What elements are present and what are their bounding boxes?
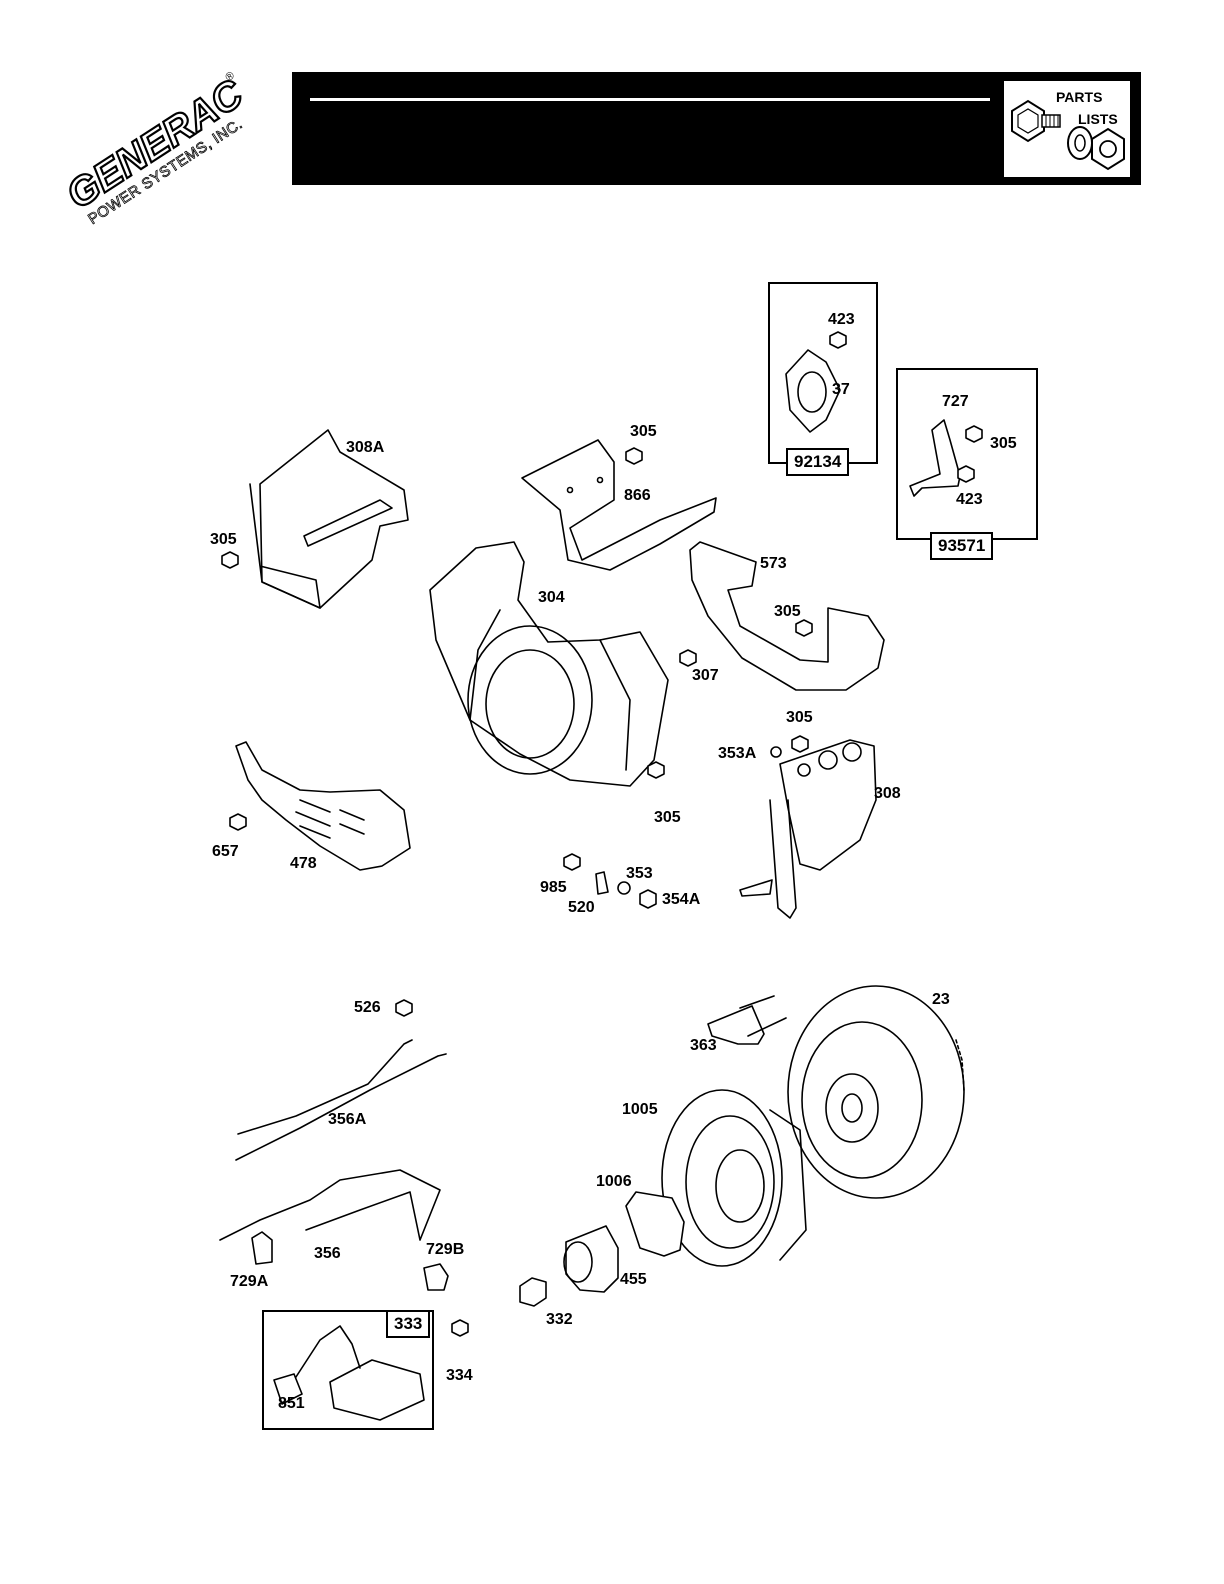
screw-985 bbox=[564, 854, 580, 870]
washer-353A bbox=[771, 747, 781, 757]
part-478-guard bbox=[236, 742, 410, 870]
bolt-307 bbox=[680, 650, 696, 666]
part-1005-fan bbox=[662, 1090, 806, 1266]
part-356-wire bbox=[220, 1170, 440, 1240]
part-866-shroud bbox=[522, 440, 716, 570]
bolt-305-left bbox=[222, 552, 238, 568]
callout-label: 334 bbox=[446, 1368, 473, 1384]
kit-number-333: 333 bbox=[386, 1310, 430, 1338]
part-308-bracket bbox=[740, 740, 876, 918]
bolt-305-573 bbox=[796, 620, 812, 636]
callout-label: 423 bbox=[828, 312, 855, 328]
part-304-blower-housing bbox=[430, 542, 668, 786]
callout-label: 729B bbox=[426, 1242, 464, 1258]
callout-label: 729A bbox=[230, 1274, 268, 1290]
callout-label: 526 bbox=[354, 1000, 381, 1016]
callout-label: 23 bbox=[932, 992, 950, 1008]
callout-label: 305 bbox=[786, 710, 813, 726]
terminal-520 bbox=[596, 872, 608, 894]
callout-label: 305 bbox=[630, 424, 657, 440]
callout-label: 308A bbox=[346, 440, 384, 456]
callout-label: 305 bbox=[774, 604, 801, 620]
callout-label: 727 bbox=[942, 394, 969, 410]
part-356A-harness bbox=[236, 1040, 446, 1160]
callout-label: 363 bbox=[690, 1038, 717, 1054]
callout-label: 1006 bbox=[596, 1174, 632, 1190]
kit-number-93571: 93571 bbox=[930, 532, 993, 560]
callout-label: 851 bbox=[278, 1396, 305, 1412]
callout-label: 305 bbox=[990, 436, 1017, 452]
part-23-flywheel bbox=[788, 986, 964, 1198]
bolt-657 bbox=[230, 814, 246, 830]
bolt-334 bbox=[452, 1320, 468, 1336]
callout-label: 307 bbox=[692, 668, 719, 684]
bolt-305-866 bbox=[626, 448, 642, 464]
kit-number-92134: 92134 bbox=[786, 448, 849, 476]
bolt-305-308 bbox=[792, 736, 808, 752]
callout-label: 354A bbox=[662, 892, 700, 908]
callout-label: 356A bbox=[328, 1112, 366, 1128]
callout-label: 985 bbox=[540, 880, 567, 896]
callout-label: 353A bbox=[718, 746, 756, 762]
callout-label: 353 bbox=[626, 866, 653, 882]
bolt-526 bbox=[396, 1000, 412, 1016]
part-729A-terminal bbox=[252, 1232, 272, 1264]
callout-label: 573 bbox=[760, 556, 787, 572]
callout-label: 308 bbox=[874, 786, 901, 802]
callout-label: 37 bbox=[832, 382, 850, 398]
bolt-305-housing bbox=[648, 762, 664, 778]
callout-label: 304 bbox=[538, 590, 565, 606]
callout-label: 423 bbox=[956, 492, 983, 508]
nut-354A bbox=[640, 890, 656, 908]
callout-label: 332 bbox=[546, 1312, 573, 1328]
part-308A-cover bbox=[250, 430, 408, 608]
callout-label: 305 bbox=[210, 532, 237, 548]
callout-label: 478 bbox=[290, 856, 317, 872]
part-729B-terminal bbox=[424, 1264, 448, 1290]
callout-label: 356 bbox=[314, 1246, 341, 1262]
kit-box-92134 bbox=[768, 282, 878, 464]
callout-label: 866 bbox=[624, 488, 651, 504]
washer-353 bbox=[618, 882, 630, 894]
part-332-nut bbox=[520, 1278, 546, 1306]
callout-label: 657 bbox=[212, 844, 239, 860]
callout-label: 520 bbox=[568, 900, 595, 916]
callout-label: 1005 bbox=[622, 1102, 658, 1118]
callout-label: 455 bbox=[620, 1272, 647, 1288]
callout-label: 305 bbox=[654, 810, 681, 826]
